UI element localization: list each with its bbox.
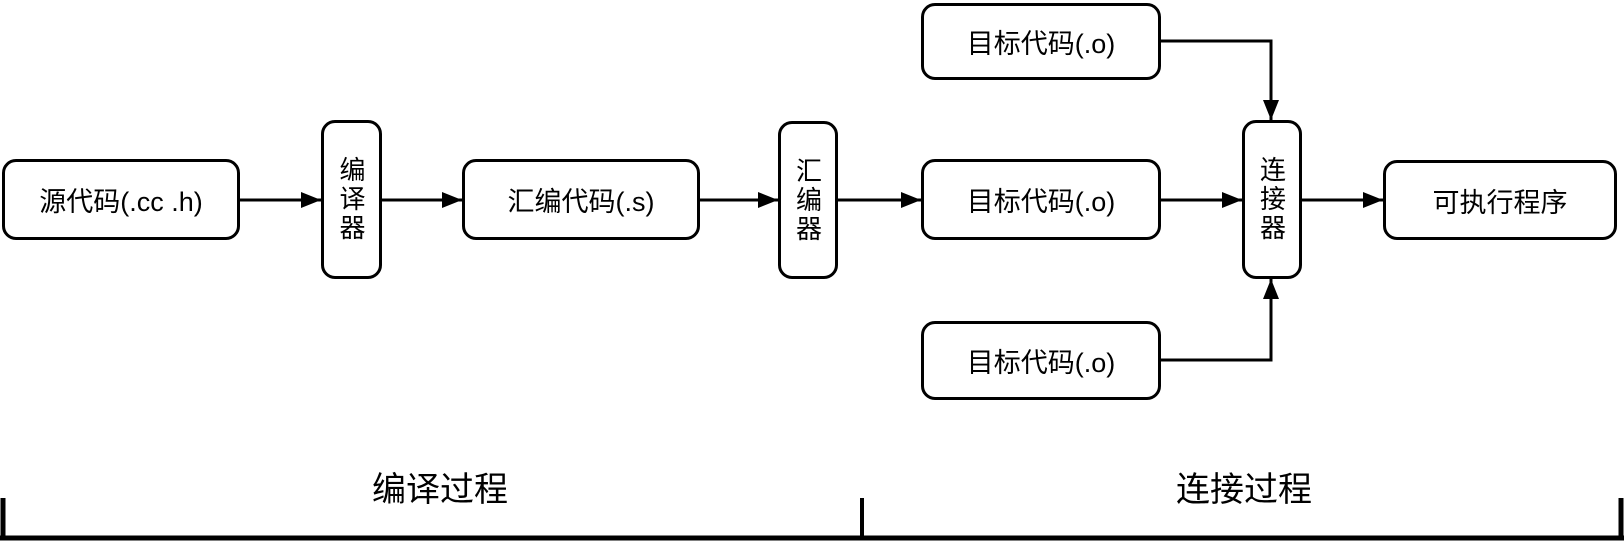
node-compiler: 编译器 xyxy=(321,120,382,279)
arrow-object-top-to-linker xyxy=(1161,39,1279,120)
arrow-object-bottom-to-linker xyxy=(1161,279,1279,362)
node-object-code-top: 目标代码(.o) xyxy=(921,3,1161,80)
node-source-code: 源代码(.cc .h) xyxy=(2,159,240,240)
label-link-process: 连接过程 xyxy=(1176,471,1312,509)
node-assembler: 汇编器 xyxy=(778,121,838,279)
label-compile-process: 编译过程 xyxy=(372,471,508,509)
node-assembly-code: 汇编代码(.s) xyxy=(462,159,700,240)
node-linker: 连接器 xyxy=(1242,120,1302,279)
node-object-code-middle: 目标代码(.o) xyxy=(921,159,1161,240)
node-object-code-bottom: 目标代码(.o) xyxy=(921,321,1161,400)
node-executable: 可执行程序 xyxy=(1383,160,1617,240)
